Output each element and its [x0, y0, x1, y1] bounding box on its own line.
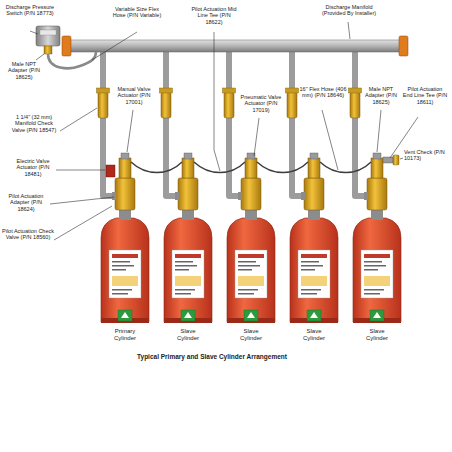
manifold-cap [62, 36, 71, 56]
npt-adapter [44, 46, 52, 54]
cylinder-label: Slave Cylinder [170, 328, 206, 342]
part-callout: Pilot Actuation Check Valve (P/N 18560) [2, 228, 54, 241]
part-callout: Discharge Pressure Switch (P/N 18773) [4, 4, 56, 17]
slave-cylinder [160, 50, 213, 323]
leader-lines [30, 22, 418, 240]
part-callout: 16" Flex Hose (406 mm) (P/N 18646) [297, 86, 349, 99]
pressure-switch [36, 26, 60, 46]
part-callout: Male NPT Adapter (P/N 18625) [361, 86, 401, 105]
part-callout: Pilot Actuation Adapter (P/N 18624) [2, 193, 50, 212]
part-callout: Pilot Actuation Mid Line Tee (P/N 18622) [190, 6, 238, 25]
manifold-cap [399, 36, 408, 56]
cylinder-label: Primary Cylinder [107, 328, 143, 342]
cylinder-label: Slave Cylinder [359, 328, 395, 342]
end-line-tee [383, 157, 393, 163]
cylinder-label: Slave Cylinder [296, 328, 332, 342]
pilot-flex-hoses [131, 162, 371, 173]
part-callout: Pilot Actuation End Line Tee (P/N 18611) [402, 86, 448, 105]
slave-cylinder [349, 50, 402, 323]
part-callout: Variable Size Flex Hose (P/N Variable) [112, 6, 162, 19]
part-callout: Electric Valve Actuator (P/N 18481) [10, 158, 56, 177]
cylinder-label: Slave Cylinder [233, 328, 269, 342]
part-callout: Manual Valve Actuator (P/N 17001) [110, 86, 158, 105]
part-callout: Male NPT Adapter (P/N 18625) [2, 61, 46, 80]
vent-check [393, 155, 399, 165]
part-callout: 1 1/4" (32 mm) Manifold Check Valve (P/N… [8, 114, 60, 133]
electric-actuator [106, 165, 115, 177]
slave-cylinder [223, 50, 276, 323]
discharge-manifold [68, 40, 402, 52]
figure-caption: Typical Primary and Slave Cylinder Arran… [80, 353, 344, 360]
part-callout: Pneumatic Valve Actuator (P/N 17019) [236, 94, 286, 113]
part-callout: Vent Check (P/N 10173) [404, 149, 448, 162]
part-callout: Discharge Manifold (Provided By Installe… [318, 4, 380, 17]
variable-flex-hose [48, 52, 96, 68]
